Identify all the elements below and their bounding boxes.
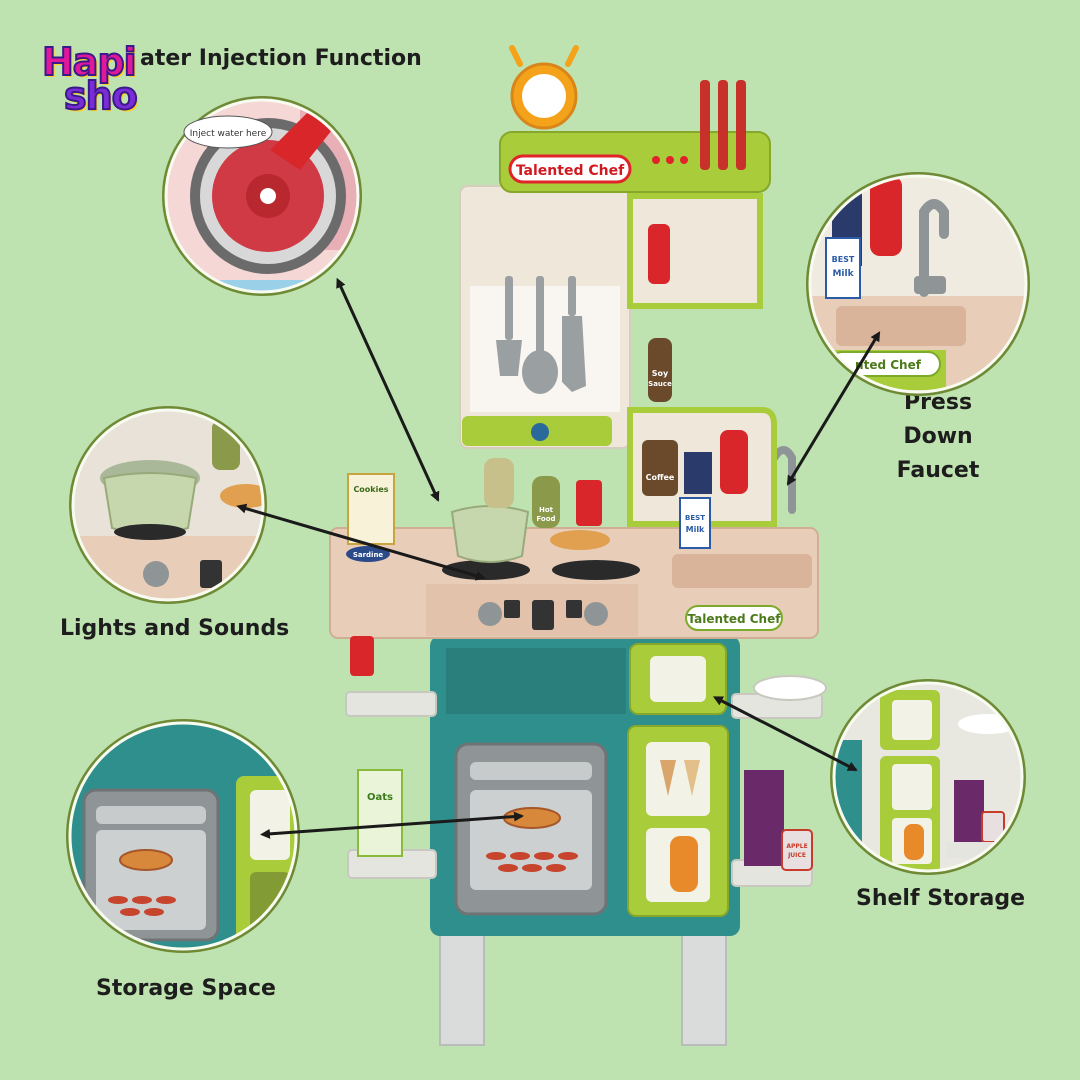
zoom-circle-faucet: BEST Milk nted Chef: [806, 172, 1030, 396]
counter-badge: [685, 605, 783, 631]
logo-text-top: Hapi: [41, 39, 138, 85]
soy-sauce-label: Soy: [652, 369, 669, 378]
soy-sauce-label-2: Sauce: [648, 380, 672, 388]
arrow-lights-sounds: [236, 503, 486, 581]
zoom-circle-shelf-storage: [830, 679, 1026, 875]
header-badge-text: Talented Chef: [516, 163, 625, 179]
toy-kitchen: Talented Chef Talented Chef: [329, 45, 827, 1046]
logo-text-bottom: sho: [63, 73, 139, 119]
zoom-circle-lights-sounds: [69, 406, 267, 604]
arrows: [236, 277, 881, 839]
zoom-milk-label: BEST: [832, 255, 855, 264]
milk-label: BEST: [685, 514, 705, 522]
apple-juice-label: APPLE: [786, 843, 807, 850]
counter-badge-text: Talented Chef: [688, 612, 782, 626]
inject-callout-text: Inject water here: [190, 129, 267, 139]
label-faucet: Faucet: [896, 458, 980, 483]
label-water-injection: ater Injection Function: [140, 46, 422, 71]
apple-juice-label-2: JUICE: [787, 852, 806, 859]
zoom-sink-badge-text: nted Chef: [855, 358, 922, 372]
arrow-storage-space: [260, 811, 524, 839]
cookies-label: Cookies: [353, 485, 388, 494]
arrow-shelf-storage: [712, 696, 858, 772]
coffee-label: Coffee: [646, 473, 675, 482]
milk-label-2: Milk: [686, 525, 705, 534]
arrow-faucet: [786, 331, 881, 486]
oats-label: Oats: [367, 792, 393, 803]
label-lights-and-sounds: Lights and Sounds: [60, 616, 290, 641]
hapisho-logo: Hapi sho: [38, 38, 158, 119]
sardine-label: Sardine: [353, 551, 384, 559]
zoom-milk-label-2: Milk: [832, 269, 854, 279]
zoom-circle-storage-space: [66, 719, 300, 953]
label-storage-space: Storage Space: [96, 976, 276, 1001]
label-down: Down: [903, 424, 973, 449]
right-leg: [681, 924, 727, 1046]
label-shelf-storage: Shelf Storage: [856, 886, 1026, 911]
hot-food-label-2: Food: [536, 515, 555, 523]
left-leg: [439, 924, 485, 1046]
arrow-water-injection: [336, 277, 440, 502]
hot-food-label: Hot: [539, 506, 554, 514]
zoom-circle-water-injection: Inject water here: [162, 96, 362, 296]
